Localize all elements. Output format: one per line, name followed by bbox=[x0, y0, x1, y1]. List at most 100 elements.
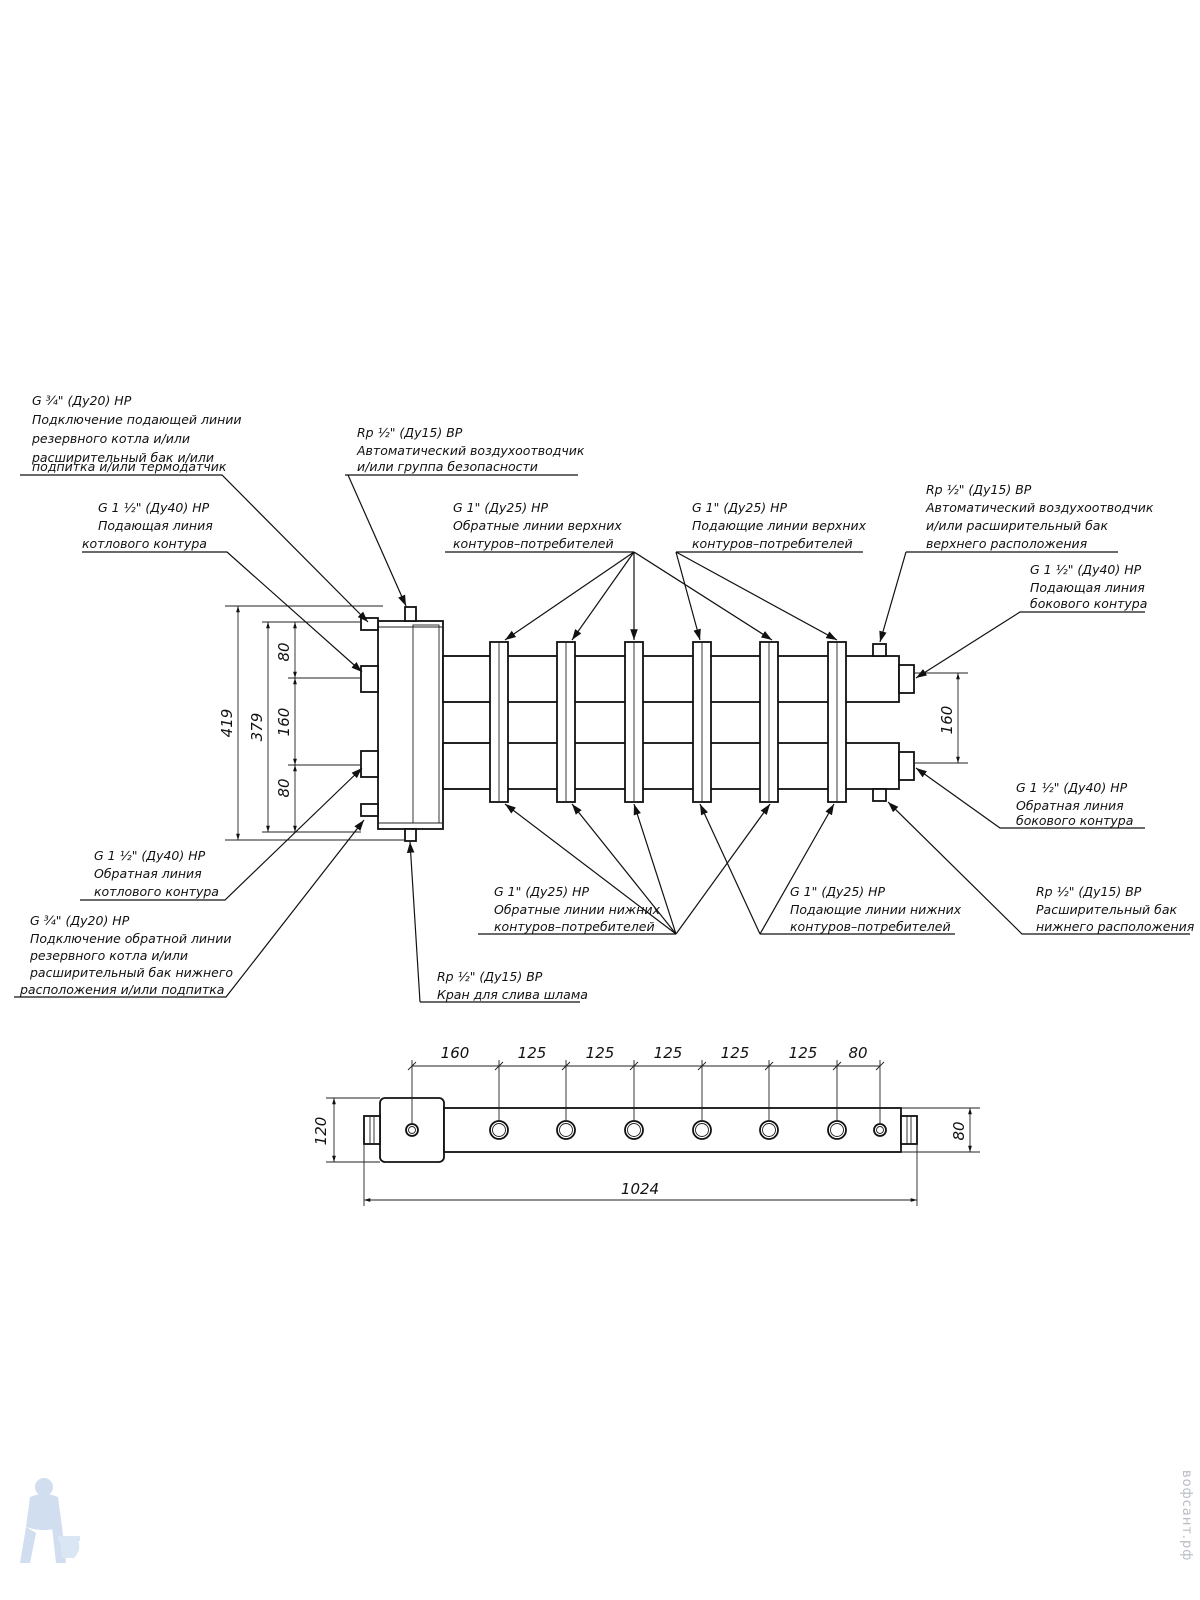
callout-12: G 1" (Ду25) НР Подающие линии нижних кон… bbox=[790, 884, 962, 934]
svg-text:бокового контура: бокового контура bbox=[1030, 596, 1147, 611]
dim-160-right: 160 bbox=[938, 706, 956, 735]
dim-160-left: 160 bbox=[275, 708, 293, 737]
svg-text:Rp ½" (Ду15) ВР: Rp ½" (Ду15) ВР bbox=[1036, 884, 1142, 899]
svg-text:G ¾" (Ду20) НР: G ¾" (Ду20) НР bbox=[32, 393, 132, 408]
svg-text:контуров–потребителей: контуров–потребителей bbox=[494, 919, 655, 934]
plan-header-pipe bbox=[443, 1107, 902, 1153]
drain-nipple bbox=[404, 828, 417, 842]
svg-text:расширительный бак нижнего: расширительный бак нижнего bbox=[29, 965, 233, 980]
svg-text:и/или расширительный бак: и/или расширительный бак bbox=[926, 518, 1108, 533]
svg-text:Расширительный бак: Расширительный бак bbox=[1036, 902, 1178, 917]
dim-419: 419 bbox=[218, 709, 236, 738]
svg-text:Подающая линия: Подающая линия bbox=[1030, 580, 1145, 595]
callout-3: G 1 ½" (Ду40) НР Подающая линия котловог… bbox=[82, 500, 213, 551]
side-supply-nipple bbox=[898, 664, 915, 694]
watermark-text: вофсант.рф bbox=[1179, 1470, 1194, 1562]
svg-text:Подающая линия: Подающая линия bbox=[98, 518, 213, 533]
svg-text:G 1 ½" (Ду40) НР: G 1 ½" (Ду40) НР bbox=[98, 500, 210, 515]
dim-80-bottom: 80 bbox=[275, 778, 293, 797]
svg-text:котлового контура: котлового контура bbox=[82, 536, 207, 551]
boiler-supply-nipple bbox=[360, 665, 379, 693]
callout-13: Rp ½" (Ду15) ВР Расширительный бак нижне… bbox=[1036, 884, 1195, 934]
svg-text:G 1" (Ду25) НР: G 1" (Ду25) НР bbox=[453, 500, 549, 515]
svg-text:бокового контура: бокового контура bbox=[1016, 813, 1133, 828]
callout-14: Rp ½" (Ду15) ВР Кран для слива шлама bbox=[437, 969, 588, 1002]
svg-text:G 1 ½" (Ду40) НР: G 1 ½" (Ду40) НР bbox=[1016, 780, 1128, 795]
svg-text:Rp ½" (Ду15) ВР: Rp ½" (Ду15) ВР bbox=[357, 425, 463, 440]
svg-text:Rp ½" (Ду15) ВР: Rp ½" (Ду15) ВР bbox=[926, 482, 1032, 497]
svg-text:Автоматический воздухоотводчик: Автоматический воздухоотводчик bbox=[356, 443, 585, 458]
plan-dim-125-2: 125 bbox=[586, 1044, 615, 1062]
callout-4: G 1" (Ду25) НР Обратные линии верхних ко… bbox=[453, 500, 622, 551]
callout-6: Rp ½" (Ду15) ВР Автоматический воздухоот… bbox=[925, 482, 1154, 551]
svg-text:контуров–потребителей: контуров–потребителей bbox=[453, 536, 614, 551]
svg-text:расширительный бак и/или: расширительный бак и/или bbox=[31, 450, 214, 465]
left-nipple-bottom bbox=[360, 803, 379, 817]
svg-text:Подключение обратной линии: Подключение обратной линии bbox=[30, 931, 231, 946]
svg-text:Обратная линия: Обратная линия bbox=[1016, 798, 1124, 813]
svg-text:G 1" (Ду25) НР: G 1" (Ду25) НР bbox=[692, 500, 788, 515]
svg-text:верхнего расположения: верхнего расположения bbox=[926, 536, 1088, 551]
leaders bbox=[14, 474, 1190, 1003]
svg-text:Обратные линии нижних: Обратные линии нижних bbox=[494, 902, 660, 917]
front-view: 419 379 80 160 80 160 bbox=[218, 605, 968, 842]
plumber-logo bbox=[20, 1478, 80, 1563]
svg-text:подпитка и/или термодатчик: подпитка и/или термодатчик bbox=[32, 459, 227, 474]
upper-vent-nipple bbox=[872, 643, 887, 657]
outlets bbox=[443, 641, 847, 803]
svg-text:G 1" (Ду25) НР: G 1" (Ду25) НР bbox=[790, 884, 886, 899]
plan-left-nipple bbox=[363, 1115, 381, 1145]
svg-text:Кран для слива шлама: Кран для слива шлама bbox=[437, 987, 588, 1002]
front-left-dimensions: 419 379 80 160 80 bbox=[218, 605, 405, 841]
svg-text:Rp ½" (Ду15) ВР: Rp ½" (Ду15) ВР bbox=[437, 969, 543, 984]
svg-text:и/или группа безопасности: и/или группа безопасности bbox=[357, 459, 538, 474]
plan-dim-80: 80 bbox=[848, 1044, 867, 1062]
svg-text:G 1 ½" (Ду40) НР: G 1 ½" (Ду40) НР bbox=[94, 848, 206, 863]
svg-text:Подающие линии нижних: Подающие линии нижних bbox=[790, 902, 962, 917]
front-right-dimension: 160 bbox=[914, 672, 968, 764]
svg-text:резервного котла и/или: резервного котла и/или bbox=[31, 431, 190, 446]
svg-text:G 1" (Ду25) НР: G 1" (Ду25) НР bbox=[494, 884, 590, 899]
side-return-nipple bbox=[898, 751, 915, 781]
plan-dim-1024: 1024 bbox=[621, 1180, 659, 1198]
plan-view: 160 125 125 125 125 125 80 1024 120 80 bbox=[312, 1044, 980, 1206]
separator-body bbox=[377, 620, 444, 830]
svg-text:контуров–потребителей: контуров–потребителей bbox=[790, 919, 951, 934]
top-vent-nipple bbox=[404, 606, 417, 622]
plan-dim-160: 160 bbox=[441, 1044, 470, 1062]
callout-8: G 1 ½" (Ду40) НР Обратная линия бокового… bbox=[1016, 780, 1133, 828]
plan-dim-120: 120 bbox=[312, 1117, 330, 1146]
callout-7: G 1 ½" (Ду40) НР Подающая линия бокового… bbox=[1030, 562, 1147, 611]
callout-9: G 1 ½" (Ду40) НР Обратная линия котловог… bbox=[94, 848, 219, 899]
left-nipple-top bbox=[360, 617, 379, 631]
svg-text:G ¾" (Ду20) НР: G ¾" (Ду20) НР bbox=[30, 913, 130, 928]
boiler-return-nipple bbox=[360, 750, 379, 778]
svg-text:расположения и/или подпитка: расположения и/или подпитка bbox=[19, 982, 224, 997]
plan-dim-125-3: 125 bbox=[654, 1044, 683, 1062]
dim-379: 379 bbox=[248, 713, 266, 742]
callout-10: G ¾" (Ду20) НР Подключение обратной лини… bbox=[19, 913, 233, 997]
plan-dim-125-4: 125 bbox=[721, 1044, 750, 1062]
plan-dim-125-1: 125 bbox=[518, 1044, 547, 1062]
plan-dim-125-5: 125 bbox=[789, 1044, 818, 1062]
svg-text:Автоматический воздухоотводчик: Автоматический воздухоотводчик bbox=[925, 500, 1154, 515]
upper-header-pipe bbox=[442, 655, 900, 703]
lower-expansion-nipple bbox=[872, 788, 887, 802]
svg-text:G 1 ½" (Ду40) НР: G 1 ½" (Ду40) НР bbox=[1030, 562, 1142, 577]
svg-text:Обратные линии верхних: Обратные линии верхних bbox=[453, 518, 622, 533]
callout-1: G ¾" (Ду20) НР Подключение подающей лини… bbox=[31, 393, 242, 474]
dim-80-top: 80 bbox=[275, 642, 293, 661]
plan-dim-80-right: 80 bbox=[950, 1121, 968, 1140]
callout-5: G 1" (Ду25) НР Подающие линии верхних ко… bbox=[692, 500, 867, 551]
callout-11: G 1" (Ду25) НР Обратные линии нижних кон… bbox=[494, 884, 660, 934]
plan-right-nipple bbox=[900, 1115, 918, 1145]
svg-text:Подающие линии верхних: Подающие линии верхних bbox=[692, 518, 867, 533]
svg-text:котлового контура: котлового контура bbox=[94, 884, 219, 899]
svg-text:резервного котла и/или: резервного котла и/или bbox=[29, 948, 188, 963]
svg-text:Подключение подающей линии: Подключение подающей линии bbox=[32, 412, 242, 427]
svg-text:Обратная линия: Обратная линия bbox=[94, 866, 202, 881]
callout-2: Rp ½" (Ду15) ВР Автоматический воздухоот… bbox=[356, 425, 585, 474]
svg-text:нижнего расположения: нижнего расположения bbox=[1036, 919, 1195, 934]
svg-text:контуров–потребителей: контуров–потребителей bbox=[692, 536, 853, 551]
